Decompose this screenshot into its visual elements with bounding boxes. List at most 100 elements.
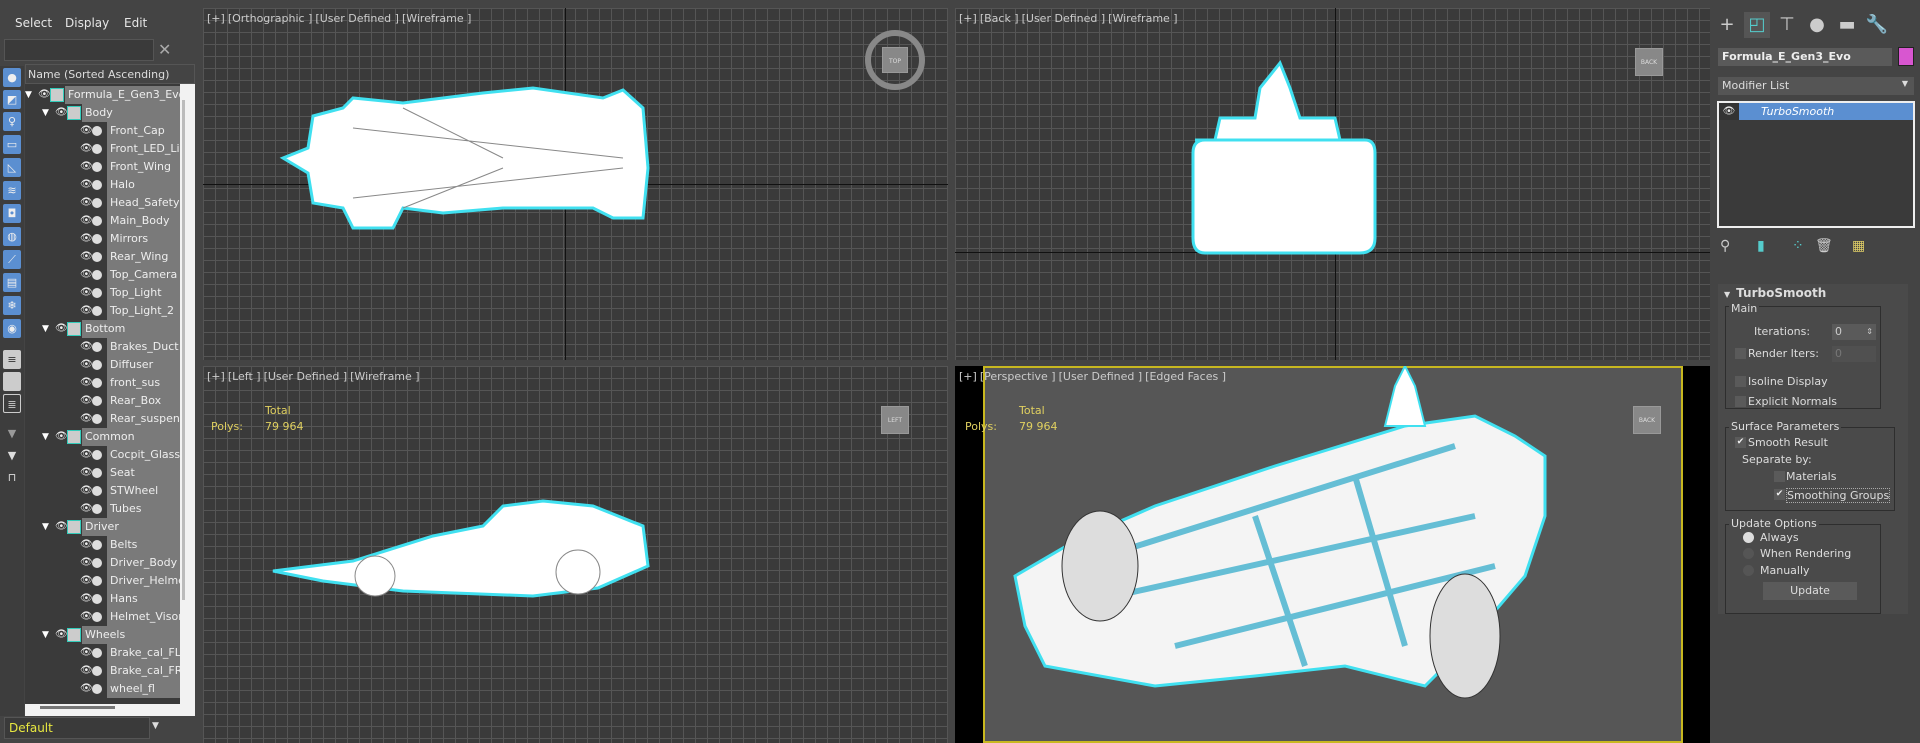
update-button[interactable]: Update: [1763, 582, 1857, 600]
tree-object-row[interactable]: 👁Brakes_Duct: [25, 338, 180, 356]
tree-group-row[interactable]: ▼👁Driver: [25, 518, 180, 536]
tree-object-row[interactable]: 👁Rear_Box: [25, 392, 180, 410]
eye-icon[interactable]: 👁: [80, 467, 93, 478]
always-radio[interactable]: [1743, 532, 1754, 543]
display-lights-icon[interactable]: ♀: [3, 112, 21, 131]
eye-icon[interactable]: 👁: [80, 683, 93, 694]
eye-icon[interactable]: 👁: [80, 341, 93, 352]
eye-icon[interactable]: 👁: [80, 557, 93, 568]
eye-icon[interactable]: 👁: [80, 665, 93, 676]
tree-object-row[interactable]: 👁Front_Wing: [25, 158, 180, 176]
viewport-back[interactable]: [+][Back ][User Defined ][Wireframe ] BA…: [955, 8, 1710, 360]
display-helpers-icon[interactable]: ◺: [3, 158, 21, 177]
tree-object-row[interactable]: 👁Cocpit_Glass: [25, 446, 180, 464]
viewcube[interactable]: LEFT: [881, 406, 909, 434]
tree-object-row[interactable]: 👁Diffuser: [25, 356, 180, 374]
tree-object-row[interactable]: 👁Rear_suspension: [25, 410, 180, 428]
tree-object-row[interactable]: 👁Front_LED_Light: [25, 140, 180, 158]
explicit-normals-checkbox[interactable]: [1735, 396, 1746, 407]
eye-icon[interactable]: 👁: [80, 503, 93, 514]
viewport-perspective[interactable]: [+][Perspective ][User Defined ][Edged F…: [955, 366, 1710, 743]
eye-icon[interactable]: 👁: [80, 179, 93, 190]
eye-icon[interactable]: 👁: [80, 413, 93, 424]
expand-arrow-icon[interactable]: ▼: [42, 432, 49, 442]
search-input[interactable]: [4, 39, 154, 61]
tree-object-row[interactable]: 👁Rear_Wing: [25, 248, 180, 266]
eye-icon[interactable]: 👁: [80, 197, 93, 208]
invert-icon[interactable]: [3, 372, 21, 391]
viewport-label[interactable]: [+][Back ][User Defined ][Wireframe ]: [959, 12, 1181, 25]
tree-object-row[interactable]: 👁Driver_Body: [25, 554, 180, 572]
when-rendering-radio[interactable]: [1743, 548, 1754, 559]
eye-icon[interactable]: 👁: [80, 269, 93, 280]
view-shading-mode[interactable]: [Wireframe ]: [401, 12, 472, 25]
display-frozen-icon[interactable]: ❄: [3, 296, 21, 315]
layer-dropdown[interactable]: Default: [4, 717, 150, 739]
show-end-result-icon[interactable]: ▮: [1757, 238, 1765, 254]
expand-arrow-icon[interactable]: ▼: [25, 90, 32, 100]
tree-object-row[interactable]: 👁Hans: [25, 590, 180, 608]
eye-icon[interactable]: 👁: [55, 521, 68, 532]
tree-group-row[interactable]: ▼👁Bottom: [25, 320, 180, 338]
display-xrefs-icon[interactable]: ◍: [3, 227, 21, 246]
smooth-result-checkbox[interactable]: ✔: [1735, 437, 1746, 448]
manually-radio[interactable]: [1743, 565, 1754, 576]
tree-object-row[interactable]: 👁Seat: [25, 464, 180, 482]
filter-icon[interactable]: ▼: [7, 449, 17, 462]
view-type[interactable]: [Back ]: [979, 12, 1019, 25]
close-icon[interactable]: ✕: [158, 40, 172, 59]
smoothing-groups-checkbox[interactable]: ✔: [1774, 489, 1785, 500]
display-containers-icon[interactable]: ▤: [3, 273, 21, 292]
pin-stack-icon[interactable]: ⚲: [1720, 238, 1731, 254]
tree-object-row[interactable]: 👁Belts: [25, 536, 180, 554]
modifier-stack-item[interactable]: TurboSmooth: [1719, 103, 1913, 120]
eye-icon[interactable]: 👁: [80, 395, 93, 406]
display-none-icon[interactable]: ●: [3, 68, 21, 87]
layers-icon[interactable]: ⊓: [7, 471, 17, 484]
view-shading-preset[interactable]: [User Defined ]: [315, 12, 399, 25]
tree-group-row[interactable]: ▼👁Body: [25, 104, 180, 122]
eye-icon[interactable]: 👁: [80, 611, 93, 622]
tree-object-row[interactable]: 👁Mirrors: [25, 230, 180, 248]
expand-arrow-icon[interactable]: ▼: [42, 522, 49, 532]
remove-modifier-icon[interactable]: 🗑: [1815, 238, 1833, 254]
display-hidden-icon[interactable]: ◉: [3, 319, 21, 338]
view-type[interactable]: [Left ]: [227, 370, 261, 383]
materials-checkbox[interactable]: [1774, 471, 1785, 482]
eye-icon[interactable]: 👁: [80, 575, 93, 586]
tree-object-row[interactable]: 👁Front_Cap: [25, 122, 180, 140]
eye-icon[interactable]: 👁: [55, 629, 68, 640]
iterations-spinner[interactable]: 0⇕: [1832, 324, 1876, 340]
view-shading-preset[interactable]: [User Defined ]: [1021, 12, 1106, 25]
display-bones-icon[interactable]: ⟋: [3, 250, 21, 269]
view-shading-mode[interactable]: [Wireframe ]: [350, 370, 420, 383]
render-iters-spinner[interactable]: 0: [1832, 346, 1876, 362]
eye-icon[interactable]: 👁: [55, 323, 68, 334]
eye-icon[interactable]: 👁: [80, 647, 93, 658]
view-type[interactable]: [Perspective ]: [979, 370, 1056, 383]
filter-options-icon[interactable]: ▼: [7, 427, 17, 440]
eye-icon[interactable]: 👁: [80, 125, 93, 136]
tree-object-row[interactable]: 👁front_sus: [25, 374, 180, 392]
viewport-menu[interactable]: [+]: [207, 12, 225, 25]
viewport-menu[interactable]: [+]: [959, 370, 977, 383]
tree-scrollbar-vertical[interactable]: [182, 100, 185, 600]
tree-object-row[interactable]: 👁Top_Camera: [25, 266, 180, 284]
menu-edit[interactable]: Edit: [124, 16, 148, 30]
spinner-arrows-icon[interactable]: ⇕: [1866, 327, 1873, 336]
tree-object-row[interactable]: 👁Driver_Helmet: [25, 572, 180, 590]
viewport-left[interactable]: [+][Left ][User Defined ][Wireframe ] To…: [203, 366, 948, 743]
display-spacewarps-icon[interactable]: ≋: [3, 181, 21, 200]
object-name-field[interactable]: Formula_E_Gen3_Evo: [1718, 48, 1892, 66]
rollout-title[interactable]: ▼TurboSmooth: [1724, 286, 1826, 300]
eye-icon[interactable]: 👁: [80, 539, 93, 550]
expand-arrow-icon[interactable]: ▼: [42, 324, 49, 334]
eye-icon[interactable]: 👁: [80, 485, 93, 496]
list-icon[interactable]: ≡: [3, 350, 21, 369]
view-shading-mode[interactable]: [Wireframe ]: [1108, 12, 1178, 25]
make-unique-icon[interactable]: ⁘: [1792, 238, 1804, 254]
display-groups-icon[interactable]: ◘: [3, 204, 21, 223]
tree-object-row[interactable]: 👁wheel_fl: [25, 680, 180, 698]
create-icon[interactable]: +: [1719, 14, 1735, 35]
expand-arrow-icon[interactable]: ▼: [42, 630, 49, 640]
